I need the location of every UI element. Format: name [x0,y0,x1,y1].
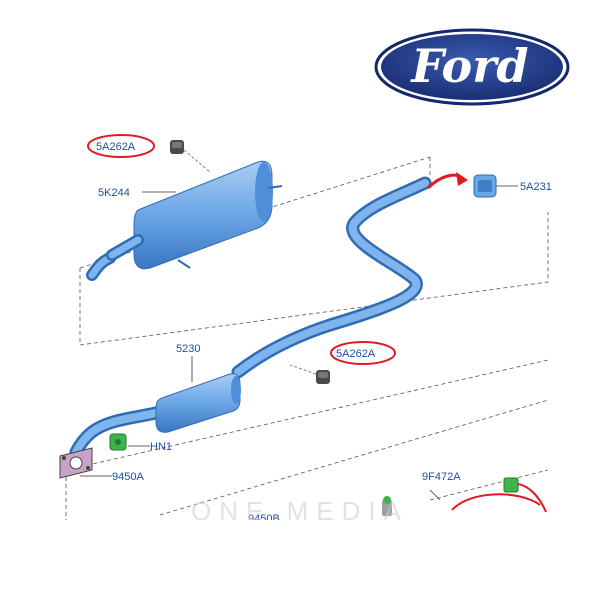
label-mid-pipe: 5230 [176,343,200,355]
label-bolt-mid: 5A262A [336,348,376,360]
leader-lines [80,185,518,501]
label-nut: HN1 [150,441,172,453]
sensor-icon [382,477,547,516]
red-arrow-icon [426,172,468,190]
nut-icon [109,433,127,451]
label-hanger: 5A231 [520,181,552,193]
intermediate-pipe [69,176,432,459]
rubber-hanger [473,174,497,198]
label-sensor: 9F472A [422,471,461,483]
bolt-top [170,140,211,173]
label-gasket: 9450A [112,471,144,483]
bottom-blank [0,520,600,600]
ford-logo: Ford [374,28,570,106]
mid-muffler [155,373,241,433]
ford-logo-text: Ford [409,39,528,93]
bolt-mid [289,364,330,384]
label-rear-muffler: 5K244 [98,187,130,199]
highlight-ovals [87,134,396,365]
label-bolt-top: 5A262A [96,141,136,153]
rear-muffler [86,160,283,281]
gasket-flange [59,447,93,479]
